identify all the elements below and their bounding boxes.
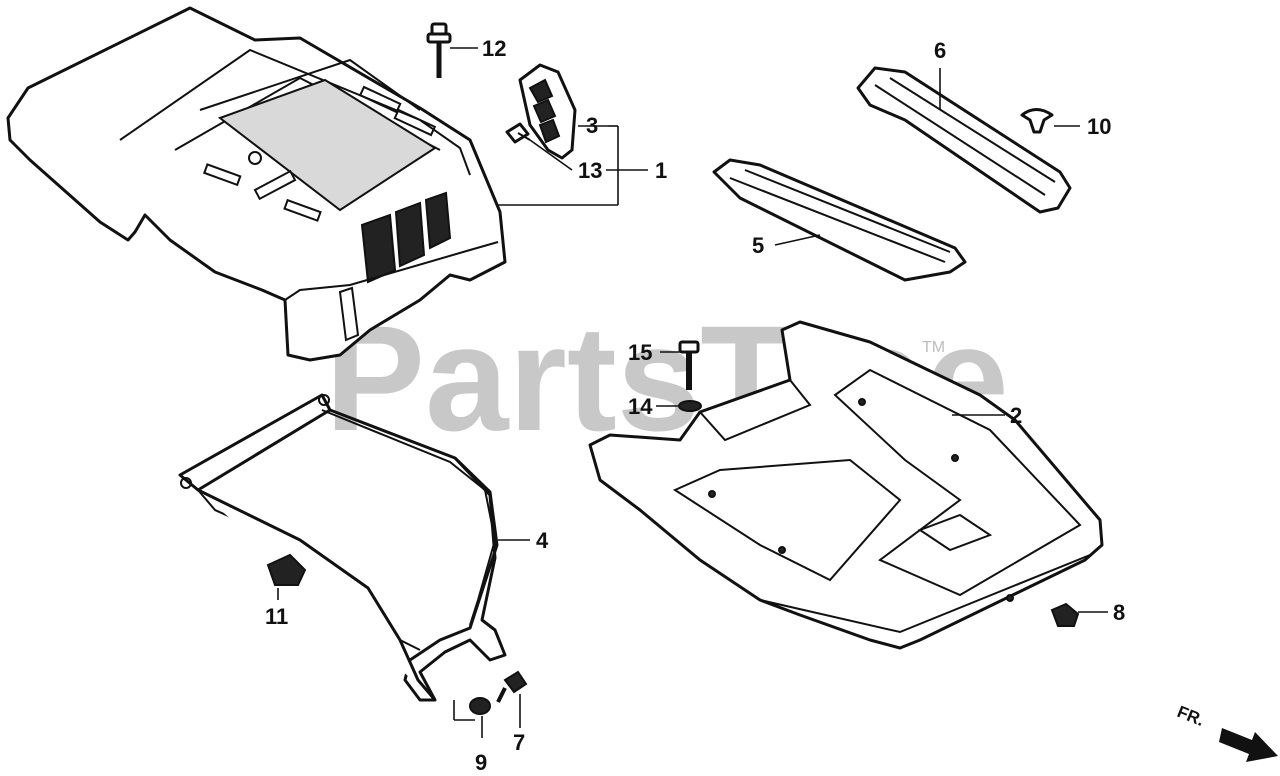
- part-bolt-7[interactable]: [496, 670, 528, 703]
- part-nut-11[interactable]: [266, 553, 307, 586]
- part-floor-pan[interactable]: [588, 320, 1104, 650]
- front-direction-indicator: FR.: [1175, 702, 1278, 762]
- callout-10: 10: [1087, 114, 1111, 139]
- part-step-mat-5[interactable]: [712, 158, 967, 282]
- callout-6: 6: [934, 38, 946, 63]
- callout-3: 3: [586, 113, 598, 138]
- callout-8: 8: [1113, 600, 1125, 625]
- callout-9: 9: [475, 750, 487, 775]
- part-bolt-12[interactable]: [426, 22, 452, 78]
- part-nut-8[interactable]: [1050, 602, 1080, 627]
- callout-14: 14: [628, 394, 653, 419]
- leader-lines: [277, 47, 1108, 738]
- callout-15: 15: [628, 340, 652, 365]
- callout-13: 13: [578, 158, 602, 183]
- part-washer-9[interactable]: [469, 697, 491, 715]
- part-bolt-15[interactable]: [678, 340, 700, 390]
- front-arrow-icon: [1219, 728, 1278, 762]
- callout-4: 4: [536, 528, 549, 553]
- part-screw-13[interactable]: [505, 122, 531, 144]
- part-hood-cover[interactable]: [6, 6, 507, 362]
- watermark-trademark: TM: [922, 339, 945, 356]
- callout-2: 2: [1010, 403, 1022, 428]
- part-grille-insert[interactable]: [518, 63, 577, 160]
- part-clip-10[interactable]: [1020, 108, 1054, 134]
- callout-labels: 1 2 3 4 5 6 7 8 9 10 11 12 13 14 15: [265, 36, 1125, 775]
- callout-11: 11: [265, 604, 288, 629]
- part-washer-14[interactable]: [678, 400, 702, 412]
- callout-12: 12: [482, 36, 506, 61]
- part-frame-bracket[interactable]: [178, 393, 507, 702]
- part-step-mat-6[interactable]: [856, 66, 1072, 214]
- callout-5: 5: [752, 233, 764, 258]
- front-label: FR.: [1175, 702, 1208, 730]
- callout-1: 1: [655, 158, 667, 183]
- callout-7: 7: [513, 730, 525, 755]
